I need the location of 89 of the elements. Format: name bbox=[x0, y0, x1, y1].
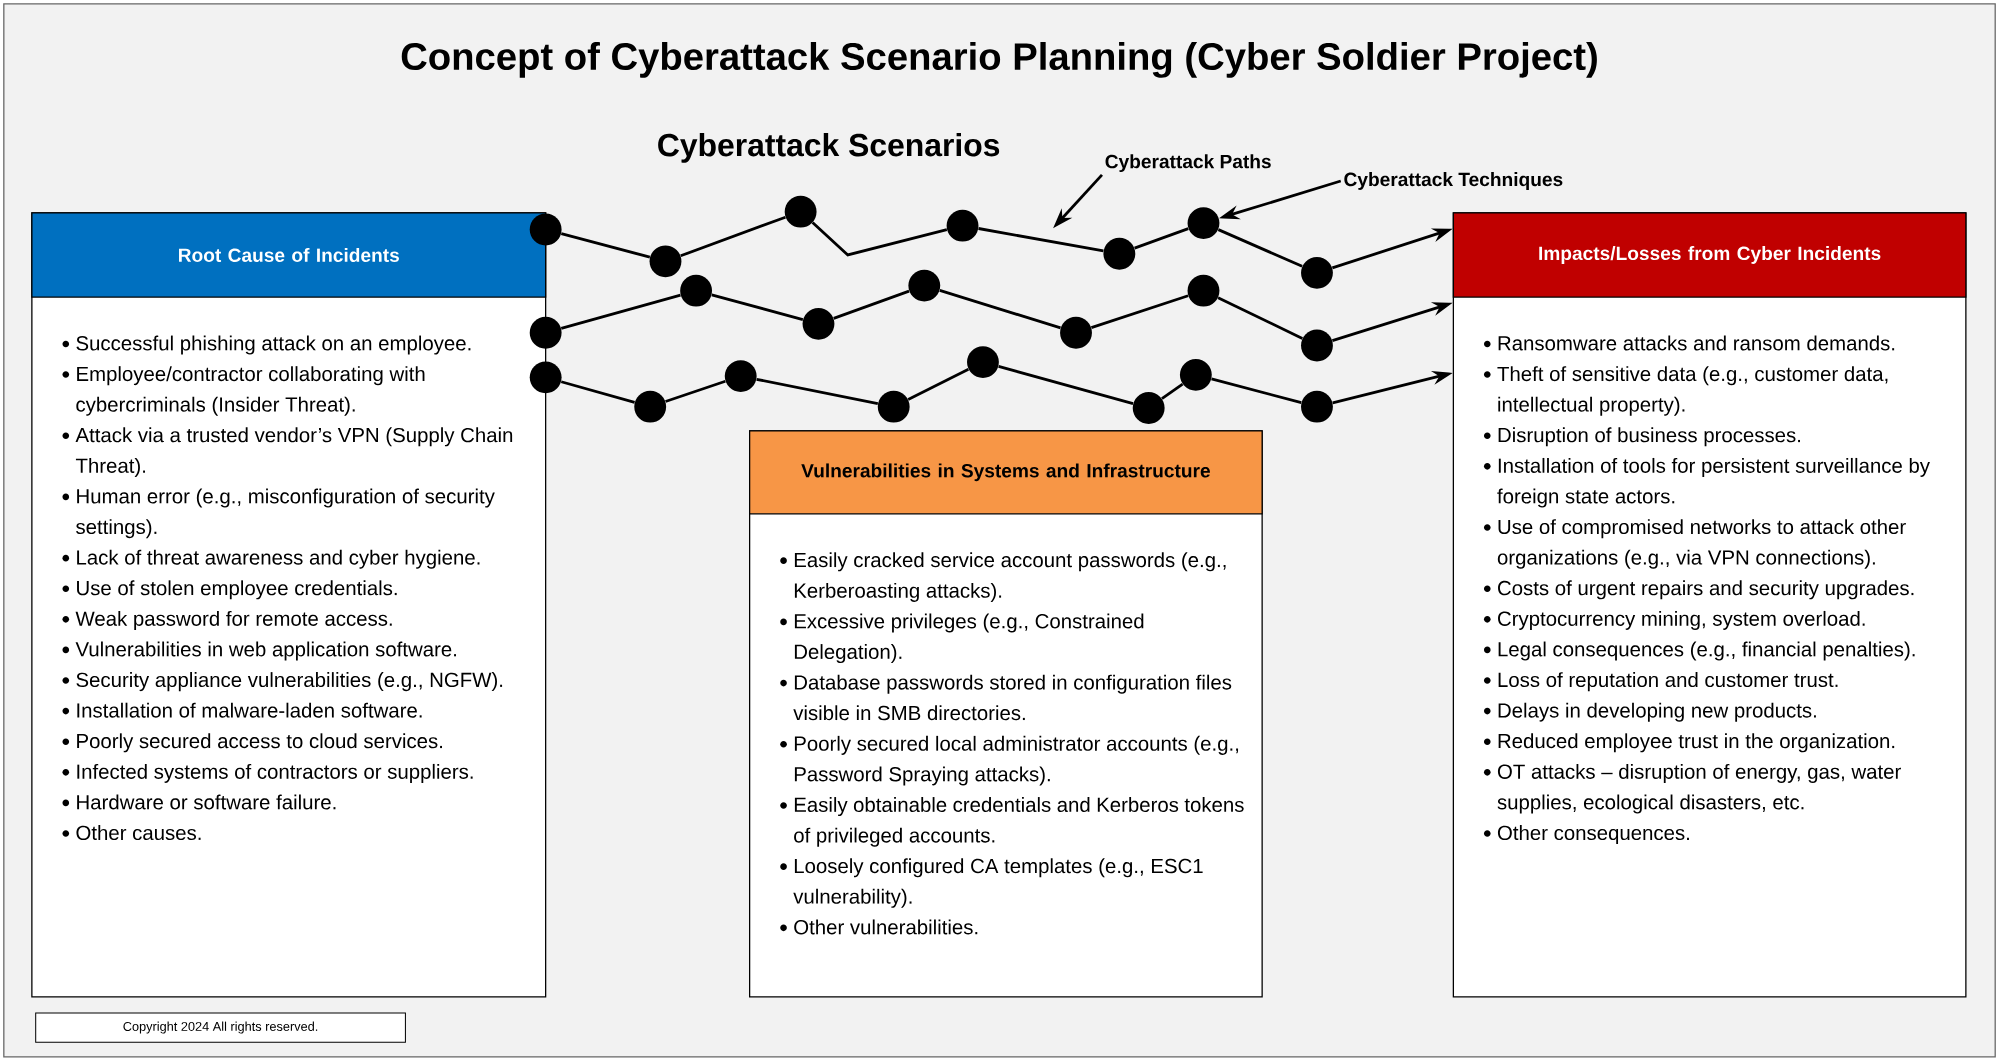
bullet-list: Easily cracked service account passwords (e.g., Kerberoasting attacks). Excessive privileges (e.g., Constrained Delegation). Database passwords stored in configuration files visible in SMB directories. Poorly secured local administrator accounts (e.g., Password Spraying attacks). Easily obtainable credentials and Kerberos tokens of privileged accounts. Loosely configured CA templates (e.g., ESC1 vulnerability). Other vulnerabilities. bbox=[780, 552, 1244, 935]
node-label: Reduced employee trust in the organization. bbox=[1498, 733, 1895, 753]
callout-text: Cyberattack Techniques bbox=[1344, 172, 1563, 191]
technique-dot bbox=[967, 346, 999, 379]
path-line bbox=[680, 216, 786, 258]
path-line bbox=[1217, 228, 1303, 268]
bullet-list: Successful phishing attack on an employee. Employee/contractor collaborating with cybercriminals (Insider Threat). Attack via a trusted vendor’s VPN (Supply Chain Threat). Human error (e.g., misconfiguration of security settings). Lack of threat awareness and cyber hygiene. Use of stolen employee credentials. Weak password for remote access. Vulnerabilities in web application software. Security appliance vulnerabilities (e.g., NGFW). Installation of malware-laden software. Poorly secured access to cloud services. Infected systems of contractors or suppliers. Hardware or software failure. Other causes. bbox=[62, 335, 513, 841]
path-line bbox=[1090, 294, 1189, 330]
path-line bbox=[560, 232, 651, 259]
node-label: Theft of sensitive data (e.g., customer data, intellectual property). bbox=[1497, 366, 1888, 416]
node-label: Easily obtainable credentials and Kerberos tokens of privileged accounts. bbox=[794, 797, 1244, 847]
technique-dot bbox=[1179, 359, 1212, 391]
path-line bbox=[1161, 383, 1184, 400]
node-label: Installation of malware-laden software. bbox=[77, 702, 422, 718]
node-label: Other consequences. bbox=[1497, 825, 1689, 845]
node-label: Installation of tools for persistent surveillance by foreign state actors. bbox=[1497, 458, 1930, 508]
path-line bbox=[560, 380, 635, 404]
technique-dot bbox=[680, 274, 713, 307]
node-label: Easily cracked service account passwords (e.g., Kerberoasting attacks). bbox=[794, 552, 1226, 603]
technique-dot bbox=[908, 269, 941, 302]
technique-dot bbox=[634, 390, 667, 423]
path-line bbox=[998, 365, 1134, 406]
technique-dot bbox=[784, 195, 817, 228]
node-label: Loosely configured CA templates (e.g., ESC1 vulnerability). bbox=[793, 858, 1203, 909]
technique-dot bbox=[1132, 392, 1165, 425]
technique-dot bbox=[1301, 390, 1333, 423]
callout-text: Cyberattack Paths bbox=[1105, 154, 1271, 173]
node-label: Ransomware attacks and ransom demands. bbox=[1498, 335, 1895, 351]
bullet-list: Ransomware attacks and ransom demands. Theft of sensitive data (e.g., customer data, intellectual property). Disruption of business processes. Installation of tools for persistent surveillance by foreign state actors. Use of compromised networks to attack other organizations (e.g., via VPN connections). Costs of urgent repairs and security upgrades. Cryptocurrency mining, system overload. Legal consequences (e.g., financial penalties). Loss of reputation and customer trust. Delays in developing new products. Reduced employee trust in the organization. OT attacks – disruption of energy, gas, water supplies, ecological disasters, etc. Other consequences. bbox=[1483, 335, 1930, 845]
technique-dot bbox=[529, 316, 562, 349]
technique-dot bbox=[1301, 329, 1333, 362]
node-label: Vulnerabilities in web application software. bbox=[75, 641, 456, 661]
node-label: Use of stolen employee credentials. bbox=[77, 580, 397, 600]
technique-dot bbox=[1060, 316, 1092, 349]
node-label: Database passwords stored in configuration files visible in SMB directories. bbox=[793, 674, 1232, 721]
panel-header: Vulnerabilities in Systems and Infrastructure bbox=[749, 430, 1263, 515]
copyright-notice: Copyright 2024 All rights reserved. bbox=[35, 1012, 406, 1043]
node-label: Disruption of business processes. bbox=[1498, 427, 1801, 447]
node-label: Security appliance vulnerabilities (e.g., NGFW). bbox=[76, 672, 503, 692]
node-label: Lack of threat awareness and cyber hygiene. bbox=[77, 549, 480, 569]
technique-dot bbox=[1187, 207, 1220, 240]
section-heading: Cyberattack Scenarios bbox=[658, 133, 1000, 163]
path-line bbox=[907, 368, 970, 401]
node-label: Delays in developing new products. bbox=[1498, 702, 1816, 722]
path-line bbox=[978, 227, 1104, 253]
path-line bbox=[833, 289, 910, 320]
technique-dot bbox=[529, 213, 562, 246]
node-label: Weak password for remote access. bbox=[75, 611, 392, 631]
node-label: Other vulnerabilities. bbox=[794, 919, 978, 935]
panel bbox=[749, 430, 1263, 998]
path-line bbox=[665, 380, 726, 403]
node-label: Human error (e.g., misconfiguration of security settings). bbox=[76, 488, 495, 539]
node-label: Use of compromised networks to attack other organizations (e.g., via VPN connections). bbox=[1497, 519, 1906, 569]
node-label: Successful phishing attack on an employee. bbox=[76, 335, 471, 355]
technique-dot bbox=[724, 360, 757, 393]
node-label: Poorly secured access to cloud services. bbox=[77, 733, 443, 753]
technique-dot bbox=[877, 390, 910, 423]
node-label: Costs of urgent repairs and security upgrades. bbox=[1498, 580, 1914, 600]
panel bbox=[31, 212, 547, 998]
panel-header: Impacts/Losses from Cyber Incidents bbox=[1452, 212, 1967, 298]
node-label: Excessive privileges (e.g., Constrained Delegation). bbox=[794, 613, 1144, 664]
node-label: OT attacks – disruption of energy, gas, water supplies, ecological disasters, etc. bbox=[1497, 764, 1901, 814]
path-line bbox=[811, 221, 948, 257]
node-label: Attack via a trusted vendor’s VPN (Supply Chain Threat). bbox=[75, 427, 513, 478]
path-line bbox=[1217, 296, 1303, 340]
path-line bbox=[711, 293, 804, 322]
node-label: Hardware or software failure. bbox=[77, 794, 336, 810]
node-label: Loss of reputation and customer trust. bbox=[1498, 672, 1838, 692]
node-label: Cryptocurrency mining, system overload. bbox=[1498, 611, 1865, 631]
node-label: Legal consequences (e.g., financial penalties). bbox=[1498, 641, 1915, 661]
node-label: Poorly secured local administrator accounts (e.g., Password Spraying attacks). bbox=[794, 736, 1239, 786]
technique-dot bbox=[649, 245, 682, 278]
node-label: Other causes. bbox=[76, 825, 201, 841]
path-line bbox=[1134, 227, 1189, 250]
path-line bbox=[939, 289, 1061, 330]
panel-header: Root Cause of Incidents bbox=[31, 212, 547, 298]
technique-dot bbox=[1187, 274, 1220, 307]
technique-dot bbox=[1103, 237, 1136, 270]
path-line bbox=[756, 378, 879, 406]
path-line bbox=[560, 293, 681, 330]
technique-dot bbox=[529, 361, 562, 394]
title: Concept of Cyberattack Scenario Planning (Cyber Soldier Project) bbox=[401, 42, 1597, 78]
panel bbox=[1452, 212, 1967, 998]
path-line bbox=[1211, 377, 1302, 405]
technique-dot bbox=[946, 209, 979, 242]
node-label: Infected systems of contractors or suppliers. bbox=[77, 764, 473, 784]
technique-dot bbox=[802, 308, 835, 340]
node-label: Employee/contractor collaborating with cybercriminals (Insider Threat). bbox=[76, 366, 425, 416]
technique-dot bbox=[1301, 257, 1333, 289]
